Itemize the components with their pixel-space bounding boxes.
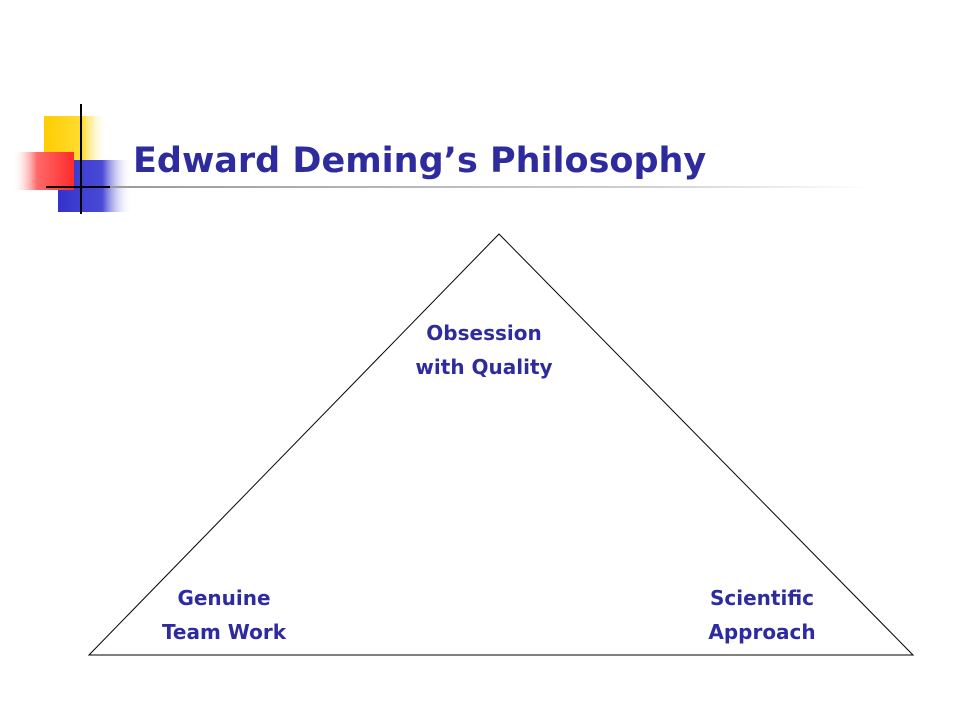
vertex-label-bottom-right: Scientific Approach xyxy=(662,581,862,649)
vertex-right-line-2: Approach xyxy=(708,620,816,644)
vertex-left-line-1: Genuine xyxy=(177,586,271,610)
triangle-outline xyxy=(87,233,915,656)
vertex-label-top: Obsession with Quality xyxy=(384,316,584,384)
logo-red-square xyxy=(12,152,74,190)
vertex-top-line-1: Obsession xyxy=(426,321,542,345)
slide-title: Edward Deming’s Philosophy xyxy=(133,141,707,181)
title-underline xyxy=(110,186,870,188)
vertex-label-bottom-left: Genuine Team Work xyxy=(124,581,324,649)
vertex-left-line-2: Team Work xyxy=(161,620,287,644)
vertex-right-line-1: Scientific xyxy=(709,586,814,610)
vertex-top-line-2: with Quality xyxy=(415,355,553,379)
